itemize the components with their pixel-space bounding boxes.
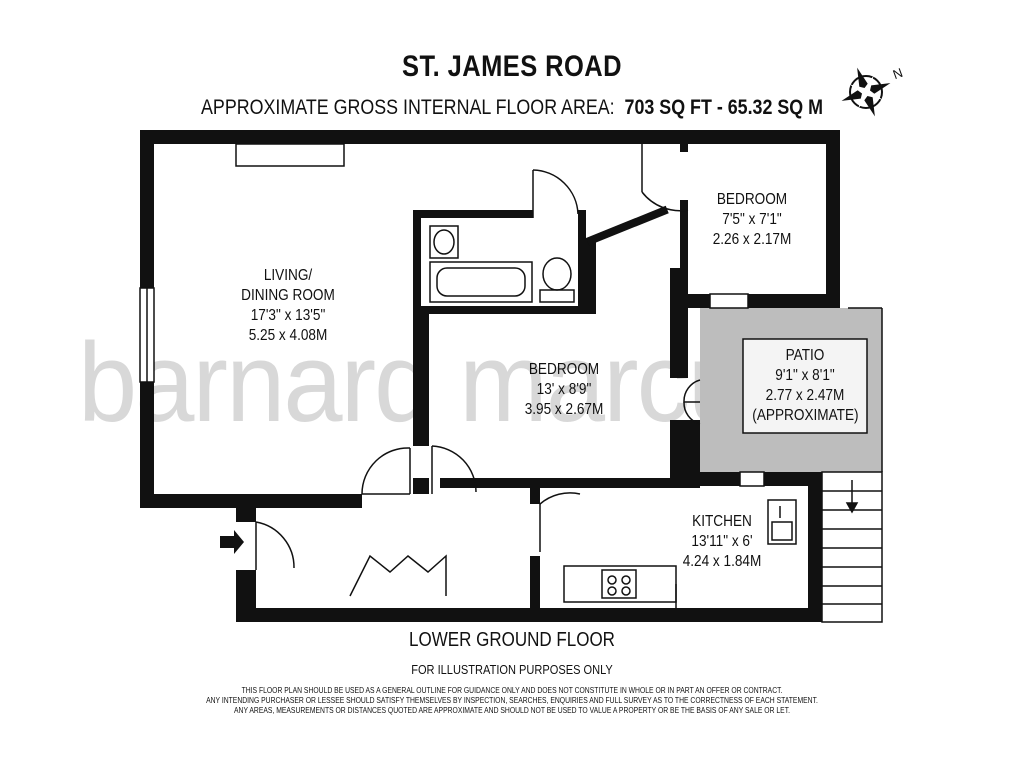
room-kitchen-imperial: 13'11" x 6' [691,533,753,550]
room-kitchen: KITCHEN 13'11" x 6' 4.24 x 1.84M [671,512,773,572]
area-separator: - [711,96,728,119]
room-bedroom-2: BEDROOM 13' x 8'9" 3.95 x 2.67M [513,360,615,420]
room-living-name-line2: DINING ROOM [241,287,335,304]
room-kitchen-name: KITCHEN [692,513,752,530]
plan-title: ST. JAMES ROAD [402,50,622,83]
room-living-name-line1: LIVING/ [263,267,313,284]
floor-label: LOWER GROUND FLOOR [409,629,615,651]
room-kitchen-metric: 4.24 x 1.84M [682,553,762,570]
disclaimer-line: THIS FLOOR PLAN SHOULD BE USED AS A GENE… [241,686,783,695]
room-patio-name: PATIO [785,347,825,364]
disclaimer: THIS FLOOR PLAN SHOULD BE USED AS A GENE… [77,686,947,716]
room-living-dining: LIVING/ DINING ROOM 17'3" x 13'5" 5.25 x… [229,266,348,346]
room-bedroom2-metric: 3.95 x 2.67M [524,401,604,418]
room-patio-note: (APPROXIMATE) [752,407,859,424]
room-patio: PATIO 9'1" x 8'1" 2.77 x 2.47M (APPROXIM… [752,346,859,426]
disclaimer-line: ANY AREAS, MEASUREMENTS OR DISTANCES QUO… [233,706,790,715]
compass-rose-icon [841,67,891,117]
windows [139,143,765,487]
area-sqm: 65.32 SQ M [727,96,823,119]
room-bedroom2-imperial: 13' x 8'9" [536,381,592,398]
room-bedroom1-metric: 2.26 x 2.17M [712,231,792,248]
room-bedroom1-name: BEDROOM [716,191,788,208]
room-patio-metric: 2.77 x 2.47M [765,387,845,404]
disclaimer-line: ANY INTENDING PURCHASER OR LESSEE SHOULD… [206,696,818,705]
steps [821,471,883,623]
entrance-arrow-icon [220,530,244,554]
room-bedroom-1: BEDROOM 7'5" x 7'1" 2.26 x 2.17M [701,190,803,250]
kitchen-fixtures [563,499,797,608]
area-sqft: 703 SQ FT [624,96,712,119]
patio-label-box [742,338,868,434]
walls [140,130,840,622]
room-patio-imperial: 9'1" x 8'1" [775,367,835,384]
floor-area: APPROXIMATE GROSS INTERNAL FLOOR AREA: 7… [77,96,947,120]
room-living-metric: 5.25 x 4.08M [248,327,328,344]
area-prefix: APPROXIMATE GROSS INTERNAL FLOOR AREA: [201,96,615,119]
illustration-note: FOR ILLUSTRATION PURPOSES ONLY [411,662,613,677]
room-bedroom1-imperial: 7'5" x 7'1" [722,211,782,228]
bathroom-fixtures [429,225,575,303]
internal-walls [413,144,700,622]
doors [255,144,701,597]
room-bedroom2-name: BEDROOM [528,361,600,378]
room-living-imperial: 17'3" x 13'5" [250,307,326,324]
